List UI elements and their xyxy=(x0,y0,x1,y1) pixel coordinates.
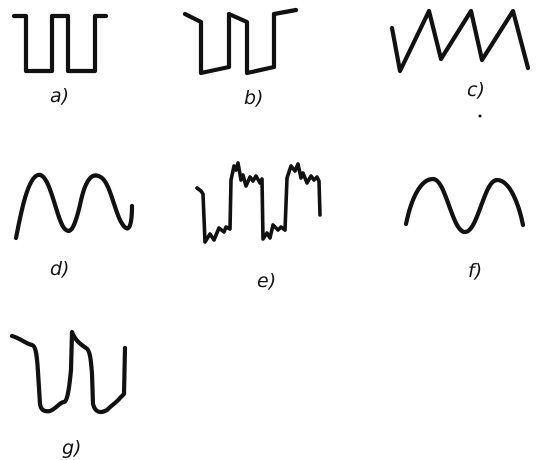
waveform-f-sine xyxy=(403,176,526,235)
waveform-d-rounded-pulse xyxy=(13,172,135,241)
panel-a-label: a) xyxy=(50,85,69,107)
panel-d: d) xyxy=(13,172,135,280)
panel-d-label: d) xyxy=(50,258,69,280)
waveform-e-ringing-square xyxy=(195,161,322,244)
panel-f: f) xyxy=(403,176,526,282)
waveform-a-square xyxy=(11,13,109,74)
panel-f-label: f) xyxy=(468,260,482,282)
panel-c-label: c) xyxy=(467,79,485,101)
panel-e: e) xyxy=(195,161,322,292)
waveform-c-sawtooth xyxy=(389,8,531,74)
panel-e-label: e) xyxy=(257,270,276,292)
panel-b: b) xyxy=(182,7,299,109)
speck xyxy=(478,114,482,118)
waveform-b-tilted-square xyxy=(182,7,299,76)
panel-g: g) xyxy=(9,329,128,459)
panel-g-label: g) xyxy=(62,437,81,459)
panel-b-label: b) xyxy=(244,87,263,109)
panel-a: a) xyxy=(11,13,109,107)
waveform-g-distorted-square xyxy=(9,329,128,415)
panel-c: c) xyxy=(389,8,531,118)
